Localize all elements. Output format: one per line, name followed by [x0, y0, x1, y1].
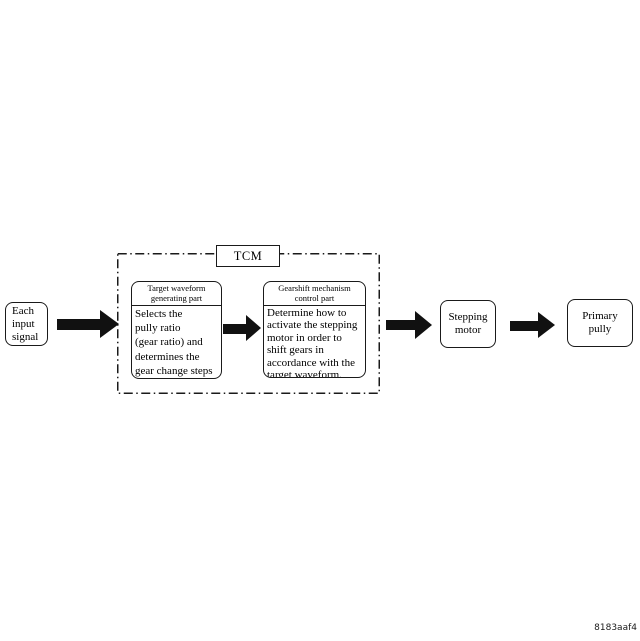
node-gearshift-body: Determine how to activate the stepping m…	[267, 307, 358, 378]
node-stepping-motor: Stepping motor	[440, 300, 496, 348]
figure-reference-code: 8183aaf4	[594, 623, 637, 633]
node-each-input-signal-label: Each input signal	[12, 304, 39, 343]
arrow-shaft	[57, 318, 100, 330]
node-primary-pully: Primary pully	[567, 299, 633, 347]
arrow-shaft	[223, 323, 246, 334]
node-gearshift-mechanism-control-part: Gearshift mechanism control part Determi…	[263, 281, 366, 378]
node-target-waveform-generating-part: Target waveform generating part Selects …	[131, 281, 222, 379]
node-target-waveform-header: Target waveform generating part	[132, 282, 221, 306]
arrow-head	[100, 310, 119, 338]
arrow-right-icon	[57, 310, 119, 338]
tcm-label: TCM	[233, 248, 263, 263]
node-target-waveform-body: Selects the pully ratio (gear ratio) and…	[135, 308, 213, 377]
node-stepping-motor-label: Stepping motor	[448, 310, 488, 337]
arrow-right-icon	[223, 315, 261, 342]
arrow-shaft	[510, 320, 538, 331]
arrow-head	[246, 315, 261, 341]
node-each-input-signal: Each input signal	[5, 302, 48, 346]
arrow-head	[415, 311, 432, 339]
arrow-right-icon	[510, 312, 555, 339]
arrow-shaft	[386, 320, 415, 330]
arrow-right-icon	[386, 311, 432, 339]
node-gearshift-header: Gearshift mechanism control part	[264, 282, 365, 306]
tcm-label-box: TCM	[216, 245, 280, 267]
arrow-head	[538, 312, 555, 338]
node-primary-pully-label: Primary pully	[582, 309, 618, 336]
